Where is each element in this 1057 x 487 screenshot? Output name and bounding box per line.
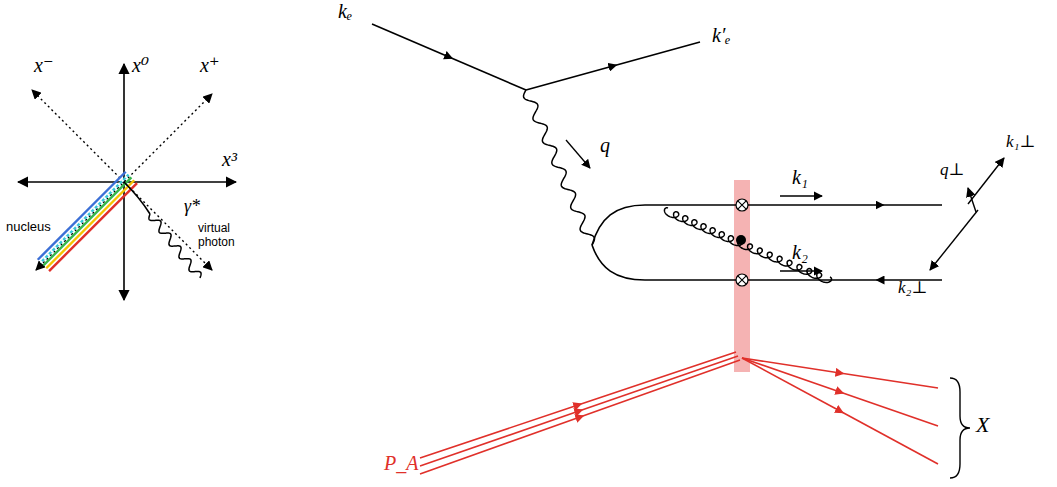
quark-line [592, 205, 645, 245]
node-shape [2, 40, 250, 318]
xminus-axis [32, 90, 212, 270]
nucleus-line [41, 175, 129, 263]
nucleus-remnant-line [742, 358, 938, 426]
gluon-coil [664, 208, 742, 246]
nucleus-line [420, 360, 740, 474]
xplus-axis [36, 94, 212, 270]
crossed-circle [736, 274, 748, 286]
node-text: k₁⊥ [1006, 132, 1035, 152]
node-text: γ* [184, 196, 200, 217]
nucleus-line [41, 175, 129, 263]
momentum-arrow [780, 270, 822, 271]
light-cone-panel: x⁻ x⁰ x⁺ x³ nucleus γ* virtual photon [2, 40, 253, 318]
node-shape [858, 92, 1050, 352]
vector-arrow [930, 210, 978, 270]
momentum-label: q [600, 134, 610, 157]
momentum-label: k′ₑ [712, 24, 731, 47]
quark-line [645, 204, 942, 206]
nucleus-line [43, 177, 131, 265]
momentum-label: kₑ [338, 0, 352, 23]
brace [950, 378, 970, 478]
photon-wave [149, 214, 201, 278]
vertex-dot [736, 235, 746, 245]
crossed-circle [736, 199, 748, 211]
node-text: x⁺ [200, 54, 219, 77]
node-text: x⁰ [132, 54, 149, 77]
vector-arrow [968, 158, 1004, 204]
nucleus-lines [38, 172, 137, 271]
photon-wave [524, 90, 595, 245]
node-text: virtual photon [198, 222, 250, 250]
vector-arrow [968, 188, 976, 212]
electron-line [526, 42, 700, 90]
nucleus-remnant-line [742, 358, 938, 464]
crossed-circle [738, 276, 746, 284]
node-text: x⁻ [34, 54, 53, 77]
gluon-coil [738, 240, 832, 283]
transverse-plane: q⊥ k₁⊥ k₂⊥ [858, 92, 1050, 352]
plane-outline [862, 96, 1046, 348]
momentum-label: P_A [384, 452, 418, 475]
nucleus-line [420, 352, 736, 458]
wiggle-lines [149, 90, 832, 282]
crossed-circle [736, 199, 748, 211]
node-text: k₂⊥ [898, 278, 927, 298]
nucleus-line [38, 172, 126, 260]
nucleus-line [46, 180, 134, 268]
electron-line [372, 24, 526, 90]
nucleus-line [420, 356, 738, 466]
panel-background [2, 40, 250, 318]
momentum-label: k₁ [792, 166, 808, 189]
node-text: nucleus [6, 220, 51, 235]
crossed-circle [738, 201, 746, 209]
node-text: q⊥ [940, 160, 965, 180]
momentum-arrow [566, 140, 590, 168]
node-text: x³ [222, 148, 237, 171]
shock-wave-band [734, 180, 750, 372]
crossed-circle [736, 274, 748, 286]
momentum-label: X [976, 412, 989, 437]
antiquark-line [645, 279, 942, 281]
photon-line [124, 182, 150, 214]
antiquark-line [592, 245, 645, 280]
momentum-label: k₂ [792, 241, 808, 264]
momentum-arrow [780, 195, 822, 196]
nucleus-line [49, 183, 137, 271]
